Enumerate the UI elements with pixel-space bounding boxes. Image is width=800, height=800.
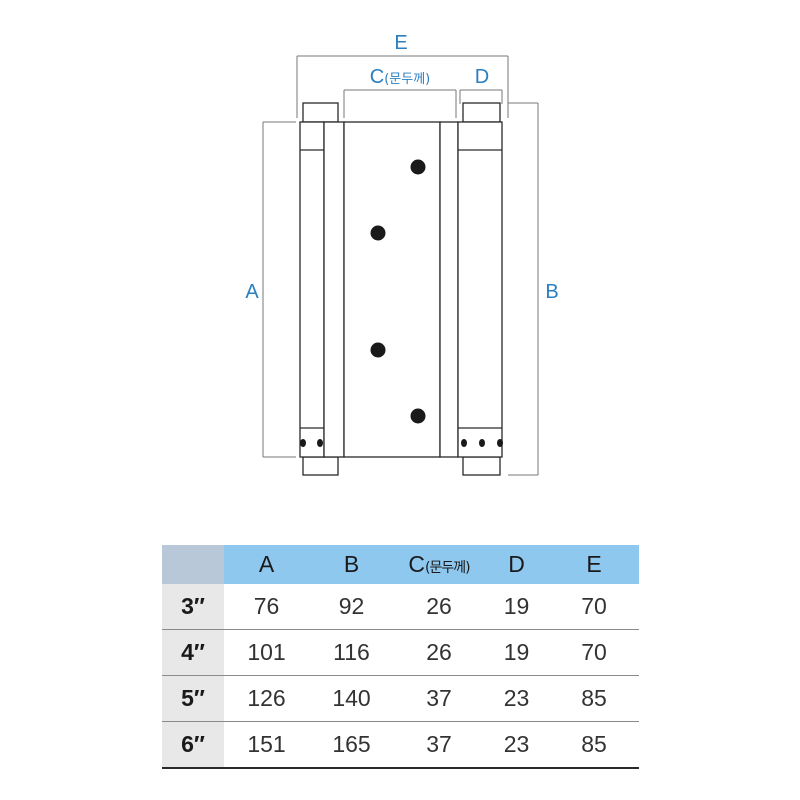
cell-a: 126 (224, 675, 309, 722)
dimension-e (296, 55, 509, 118)
size-cell: 3″ (162, 584, 224, 630)
cell-a: 76 (224, 584, 309, 630)
left-top-cap (302, 102, 339, 123)
right-bottom-cap (462, 456, 501, 476)
right-leaf (439, 121, 459, 458)
table-corner-cell (162, 545, 224, 584)
label-d: D (475, 66, 489, 88)
cell-b: 140 (309, 675, 394, 722)
cell-e: 70 (549, 584, 639, 630)
header-c-note: (문두께) (425, 560, 471, 576)
header-c: C(문두께) (394, 545, 484, 584)
tension-holes (300, 439, 503, 447)
left-barrel (299, 121, 325, 458)
cell-e: 70 (549, 629, 639, 676)
cell-c: 37 (394, 675, 484, 722)
cell-c: 26 (394, 584, 484, 630)
cell-b: 92 (309, 584, 394, 630)
cell-d: 23 (484, 721, 549, 769)
dimension-d (459, 89, 503, 104)
size-cell: 5″ (162, 675, 224, 722)
size-cell: 6″ (162, 721, 224, 769)
label-e: E (394, 32, 407, 54)
cell-a: 151 (224, 721, 309, 769)
table-row: 3″ 76 92 26 19 70 (162, 584, 639, 630)
spec-table: A B C(문두께) D E 3″ 76 92 26 19 70 4″ 101 … (162, 545, 639, 769)
screw-hole (370, 225, 386, 241)
header-b: B (309, 545, 394, 584)
cell-e: 85 (549, 721, 639, 769)
right-barrel (457, 121, 503, 458)
cell-b: 165 (309, 721, 394, 769)
table-header-row: A B C(문두께) D E (162, 545, 639, 584)
dimension-b (508, 102, 539, 476)
hinge-diagram: E C(문두께) D A B (245, 32, 559, 476)
cell-d: 19 (484, 629, 549, 676)
size-cell: 4″ (162, 629, 224, 676)
left-leaf (323, 121, 345, 458)
header-e: E (549, 545, 639, 584)
label-c-note: (문두께) (384, 72, 430, 87)
screw-hole (410, 408, 426, 424)
dimension-a (262, 121, 296, 458)
label-b: B (545, 281, 558, 303)
cell-a: 101 (224, 629, 309, 676)
table-row: 4″ 101 116 26 19 70 (162, 629, 639, 676)
cell-e: 85 (549, 675, 639, 722)
cell-c: 37 (394, 721, 484, 769)
cell-c: 26 (394, 629, 484, 676)
tension-hole (300, 439, 306, 447)
cell-d: 23 (484, 675, 549, 722)
table-row: 6″ 151 165 37 23 85 (162, 721, 639, 769)
left-bottom-cap (302, 456, 339, 476)
tension-hole (317, 439, 323, 447)
screw-hole (410, 159, 426, 175)
label-c-letter: C (370, 66, 384, 88)
screw-holes (370, 159, 426, 424)
table-row: 5″ 126 140 37 23 85 (162, 675, 639, 722)
right-top-cap (462, 102, 501, 123)
label-c: C(문두께) (370, 66, 430, 88)
tension-hole (461, 439, 467, 447)
tension-hole (479, 439, 485, 447)
dimension-c (343, 89, 457, 118)
center-plate (343, 121, 441, 458)
header-a: A (224, 545, 309, 584)
header-c-letter: C (408, 551, 426, 577)
cell-d: 19 (484, 584, 549, 630)
screw-hole (370, 342, 386, 358)
cell-b: 116 (309, 629, 394, 676)
hinge-body (299, 102, 503, 476)
label-a: A (245, 281, 259, 303)
tension-hole (497, 439, 503, 447)
header-d: D (484, 545, 549, 584)
